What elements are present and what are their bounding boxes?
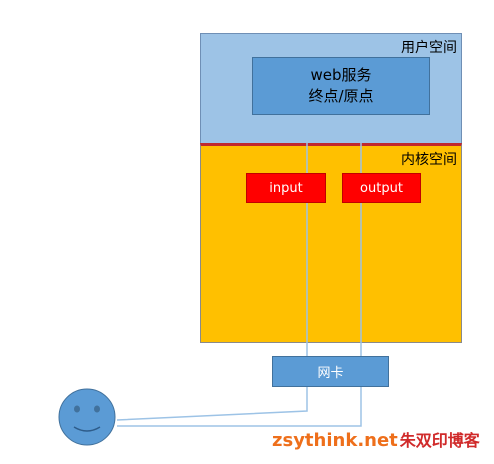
watermark-domain: zsythink <box>272 430 358 451</box>
input-chain-label: input <box>269 180 303 196</box>
nic-label: 网卡 <box>317 366 344 381</box>
nic-box: 网卡 <box>272 356 389 387</box>
output-chain-label: output <box>360 180 403 196</box>
web-service-title: web服务 <box>310 66 372 84</box>
watermark-tld: .net <box>357 430 398 451</box>
output-chain-box: output <box>342 173 421 203</box>
input-chain-box: input <box>246 173 326 203</box>
web-service-subtitle: 终点/原点 <box>308 87 374 105</box>
site-watermark: zsythink .net 朱双印博客 <box>272 427 480 451</box>
smiley-face-icon <box>58 388 116 446</box>
user-space-label: 用户空间 <box>401 40 457 56</box>
kernel-space-label: 内核空间 <box>401 152 457 168</box>
web-service-box: web服务 终点/原点 <box>252 57 430 115</box>
watermark-blog-name: 朱双印博客 <box>399 431 480 450</box>
